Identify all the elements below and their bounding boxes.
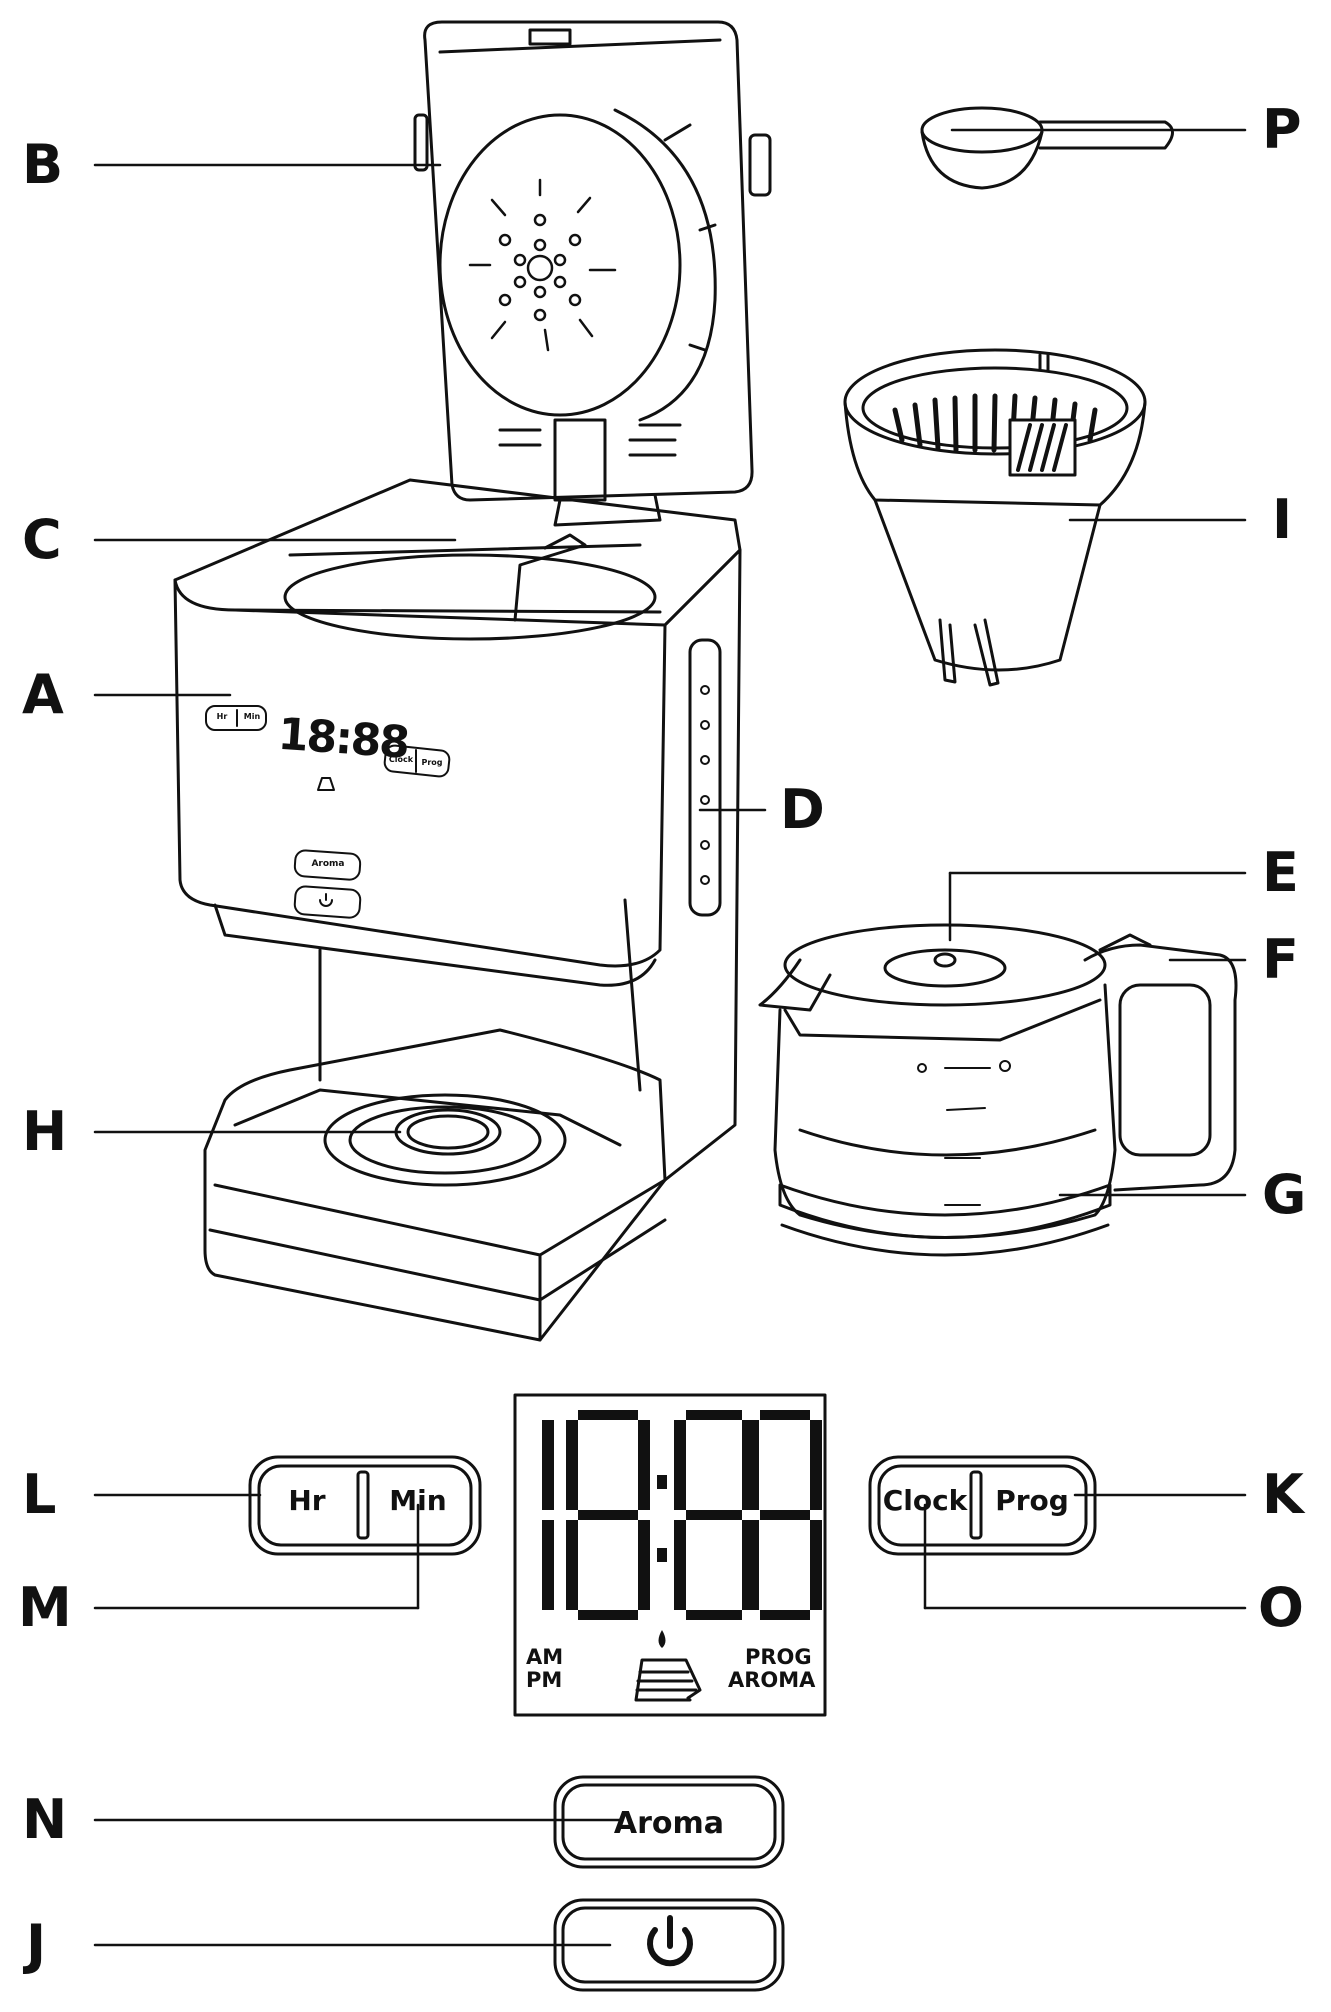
filter-basket-illustration	[845, 350, 1145, 685]
callout-d: D	[780, 783, 825, 837]
mini-min-button: Min	[238, 712, 266, 721]
callout-f: F	[1262, 933, 1299, 987]
min-button[interactable]: Min	[372, 1484, 464, 1517]
hr-button[interactable]: Hr	[262, 1484, 352, 1517]
callout-e: E	[1262, 846, 1299, 900]
scoop-illustration	[922, 108, 1173, 188]
prog-indicator: PROG	[745, 1645, 812, 1669]
callout-h: H	[22, 1105, 67, 1159]
am-indicator: AM	[526, 1645, 563, 1669]
mini-aroma-button: Aroma	[297, 859, 359, 869]
callout-b: B	[22, 138, 63, 192]
aroma-indicator: AROMA	[728, 1668, 815, 1692]
callout-g: G	[1262, 1168, 1306, 1222]
callout-m: M	[18, 1581, 72, 1635]
callout-l: L	[22, 1468, 56, 1522]
callout-o: O	[1258, 1581, 1304, 1635]
lcd-digits	[542, 1410, 822, 1620]
callout-k: K	[1262, 1468, 1304, 1522]
callout-i: I	[1272, 493, 1292, 547]
mini-lcd-time: 18:88	[276, 709, 374, 767]
clock-button[interactable]: Clock	[882, 1484, 968, 1517]
carafe-drop-icon	[636, 1630, 700, 1700]
prog-button[interactable]: Prog	[984, 1484, 1080, 1517]
coffee-maker-body	[175, 480, 740, 1340]
carafe-illustration	[760, 925, 1236, 1255]
callout-n: N	[22, 1793, 67, 1847]
callout-c: C	[22, 513, 62, 567]
callout-j: J	[26, 1918, 46, 1972]
callout-p: P	[1262, 103, 1302, 157]
mini-hr-button: Hr	[208, 712, 236, 721]
pm-indicator: PM	[526, 1668, 562, 1692]
lid-illustration	[415, 22, 770, 525]
aroma-button[interactable]: Aroma	[565, 1806, 773, 1841]
callout-a: A	[22, 668, 64, 722]
mini-prog-button: Prog	[417, 758, 447, 767]
power-button[interactable]	[563, 1908, 775, 1982]
